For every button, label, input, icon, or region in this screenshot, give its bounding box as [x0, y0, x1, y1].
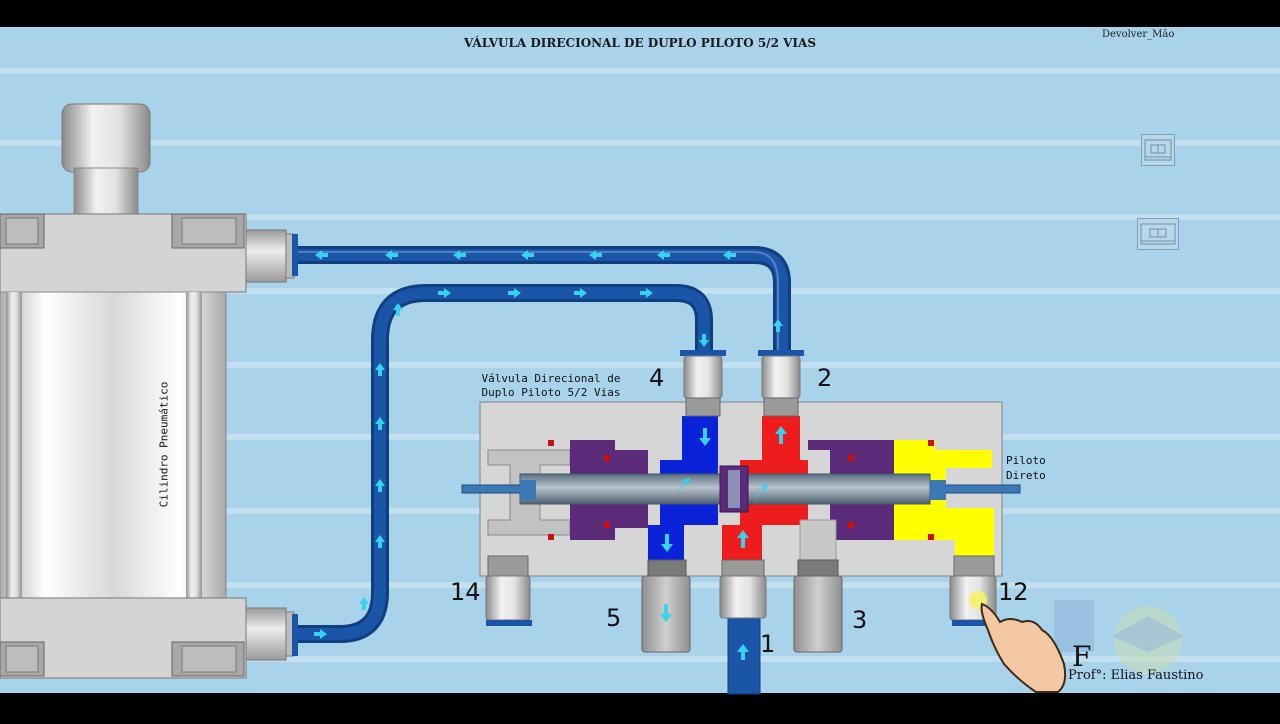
flow-arrow — [315, 250, 328, 260]
flow-arrow — [574, 288, 587, 298]
flow-arrow — [453, 250, 466, 260]
valve-body — [461, 401, 1021, 577]
flow-arrows — [314, 250, 783, 639]
logo-emblem — [1054, 600, 1184, 674]
background-stripe — [0, 656, 1280, 662]
pilot-label: Piloto Direto — [1006, 453, 1046, 483]
flow-arrow — [375, 479, 385, 492]
cylinder-label: Cilindro Pneumático — [157, 381, 171, 508]
flow-arrow — [375, 363, 385, 376]
valve-label: Válvula Direcional de Duplo Piloto 5/2 V… — [476, 372, 626, 400]
valve-flow-arrows — [660, 426, 787, 660]
flow-arrow — [375, 535, 385, 548]
symbol-thumbnail-1[interactable] — [1141, 134, 1175, 166]
port-12-label: 12 — [998, 578, 1029, 606]
flow-arrow — [699, 334, 709, 347]
background-stripe — [0, 140, 1280, 146]
valve-label-line2: Duplo Piloto 5/2 Vias — [481, 386, 621, 399]
flow-arrow — [640, 288, 653, 298]
page-title: VÁLVULA DIRECIONAL DE DUPLO PILOTO 5/2 V… — [464, 36, 816, 50]
air-hoses — [298, 246, 791, 695]
logo-letter: F — [1072, 640, 1092, 673]
port-3-label: 3 — [852, 606, 868, 634]
pilot-label-line1: Piloto — [1006, 454, 1046, 467]
flow-arrow — [438, 288, 451, 298]
flow-arrow — [508, 288, 521, 298]
background-stripe — [0, 214, 1280, 220]
port-2-label: 2 — [817, 364, 833, 392]
flow-arrow — [589, 250, 602, 260]
background-stripe — [0, 68, 1280, 74]
port-1-label: 1 — [760, 630, 776, 658]
valve-symbol-icon — [1144, 139, 1172, 161]
valve-label-line1: Válvula Direcional de — [481, 372, 621, 385]
flow-arrow — [314, 629, 327, 639]
flow-arrow — [359, 597, 369, 610]
return-hand-button[interactable]: Devolver_Mão — [1102, 29, 1175, 40]
flow-arrow — [773, 319, 783, 332]
pneumatic-cylinder — [0, 103, 298, 679]
pilot-label-line2: Direto — [1006, 469, 1046, 482]
port-14-label: 14 — [450, 578, 481, 606]
author-credit: Prof°: Elias Faustino — [1068, 668, 1204, 683]
valve-symbol-icon — [1140, 223, 1176, 245]
flow-arrow — [393, 303, 403, 316]
flow-arrow — [521, 250, 534, 260]
background-stripe — [0, 582, 1280, 588]
port-4-label: 4 — [649, 364, 665, 392]
background-stripe — [0, 362, 1280, 368]
port-5-label: 5 — [606, 604, 622, 632]
flow-arrow — [657, 250, 670, 260]
flow-arrow — [375, 417, 385, 430]
pointing-hand-icon — [969, 591, 1067, 693]
flow-arrow — [723, 250, 736, 260]
symbol-thumbnail-2[interactable] — [1137, 218, 1179, 250]
flow-arrow — [385, 250, 398, 260]
